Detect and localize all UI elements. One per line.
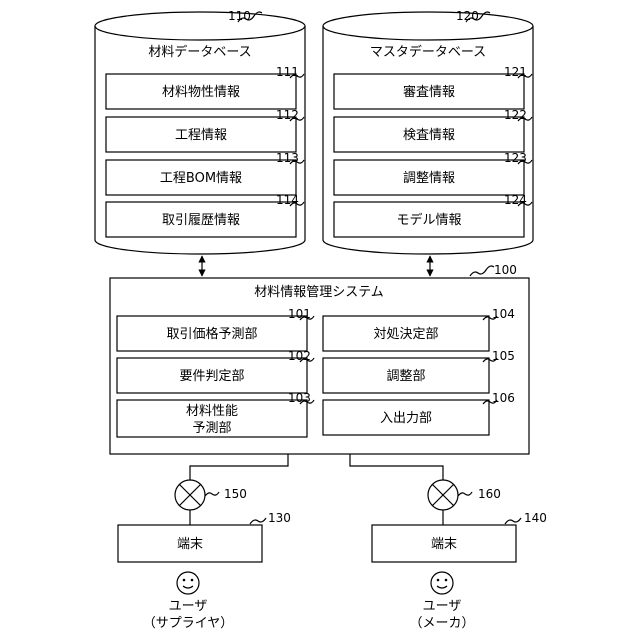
user-label: ユーザ xyxy=(169,599,208,614)
network-ref: 150 xyxy=(224,487,247,501)
smiley-face-icon xyxy=(431,572,453,594)
network-node-right: 160 xyxy=(428,480,501,510)
management-system: 材料情報管理システム 100 取引価格予測部 101 要件判定部 102 材料性… xyxy=(110,263,529,454)
material-item-ref: 112 xyxy=(276,108,299,122)
master-item-ref: 122 xyxy=(504,108,527,122)
network-ref-leader xyxy=(205,492,219,496)
terminal-label: 端末 xyxy=(431,537,457,552)
model-info: モデル情報 xyxy=(396,212,461,228)
network-ref-leader xyxy=(458,492,472,496)
network-node-left: 150 xyxy=(175,480,247,510)
master-database-ref: 120 xyxy=(456,9,479,23)
master-item-ref: 123 xyxy=(504,151,527,165)
material-item-ref: 113 xyxy=(276,151,299,165)
terminal-ref: 130 xyxy=(268,511,291,525)
material-performance-prediction-unit-line1: 材料性能 xyxy=(186,404,238,419)
material-item-ref: 114 xyxy=(276,193,299,207)
unit-ref: 102 xyxy=(288,349,311,363)
master-item-ref: 121 xyxy=(504,65,527,79)
network-ref: 160 xyxy=(478,487,501,501)
user-label: ユーザ xyxy=(423,599,462,614)
adjustment-info: 調整情報 xyxy=(403,171,455,186)
material-database-ref: 110 xyxy=(228,9,251,23)
material-property-info: 材料物性情報 xyxy=(162,85,240,100)
material-item-ref: 111 xyxy=(276,65,299,79)
trade-history-info: 取引履歴情報 xyxy=(162,213,240,228)
countermeasure-decision-unit: 対処決定部 xyxy=(373,327,438,342)
requirement-judgment-unit: 要件判定部 xyxy=(179,369,244,384)
material-performance-prediction-unit-line2: 予測部 xyxy=(192,421,231,436)
inspection-info: 検査情報 xyxy=(403,128,455,143)
unit-ref: 101 xyxy=(288,307,311,321)
user-maker: ユーザ （メーカ） xyxy=(409,572,474,631)
unit-ref: 103 xyxy=(288,391,311,405)
material-database: 材料データベース 110 材料物性情報 111 工程情報 112 工程BOM情報… xyxy=(95,9,305,254)
terminal-ref-leader xyxy=(505,518,521,524)
material-database-title: 材料データベース xyxy=(148,44,251,60)
terminal-supplier: 端末 130 xyxy=(118,511,291,562)
unit-ref: 104 xyxy=(492,307,515,321)
smiley-face-icon xyxy=(177,572,199,594)
left-connection-line xyxy=(190,454,288,480)
trade-price-prediction-unit: 取引価格予測部 xyxy=(166,326,257,342)
unit-ref: 106 xyxy=(492,391,515,405)
review-info: 審査情報 xyxy=(403,85,455,100)
input-output-unit: 入出力部 xyxy=(380,411,432,426)
master-database-title: マスタデータベース xyxy=(370,44,486,60)
management-system-ref: 100 xyxy=(494,263,517,277)
terminal-label: 端末 xyxy=(177,537,203,552)
user-role: （サプライヤ） xyxy=(143,616,234,631)
right-connection-line xyxy=(350,454,443,480)
terminal-maker: 端末 140 xyxy=(372,511,547,562)
terminal-ref: 140 xyxy=(524,511,547,525)
user-supplier: ユーザ （サプライヤ） xyxy=(143,572,234,631)
process-bom-info: 工程BOM情報 xyxy=(160,171,242,186)
unit-ref: 105 xyxy=(492,349,515,363)
user-role: （メーカ） xyxy=(409,616,474,631)
management-system-title: 材料情報管理システム xyxy=(254,285,384,300)
master-database: マスタデータベース 120 審査情報 121 検査情報 122 調整情報 123… xyxy=(323,9,533,254)
process-info: 工程情報 xyxy=(175,128,227,143)
terminal-ref-leader xyxy=(250,518,266,524)
adjustment-unit: 調整部 xyxy=(386,369,425,384)
master-item-ref: 124 xyxy=(504,193,527,207)
